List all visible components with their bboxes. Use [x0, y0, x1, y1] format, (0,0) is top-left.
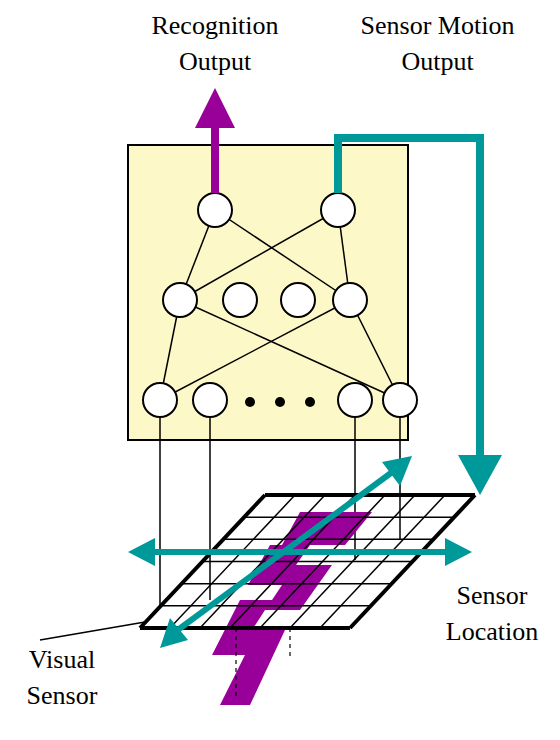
grid-line [223, 539, 433, 541]
ellipsis-dots [245, 397, 315, 407]
location-label: Sensor Location [428, 578, 556, 650]
leader-line [40, 622, 145, 640]
grid-line [203, 561, 413, 563]
grid-line [350, 495, 475, 628]
projection-lines [236, 628, 290, 700]
sensor-grid [140, 495, 475, 628]
recognition-arrow [195, 88, 235, 193]
pattern-shape [212, 512, 372, 705]
network-box [128, 145, 408, 440]
grid-line [244, 516, 454, 518]
sensor-label: Visual Sensor [6, 642, 118, 714]
motion-arrow [338, 138, 502, 495]
output-label: Sensor Motion Output [335, 8, 540, 80]
grid-line [161, 605, 371, 607]
grid-line [182, 583, 392, 585]
output-label: Recognition Output [125, 8, 305, 80]
neurons [143, 193, 417, 417]
grid-line [265, 493, 475, 497]
location-arrows [128, 456, 472, 648]
